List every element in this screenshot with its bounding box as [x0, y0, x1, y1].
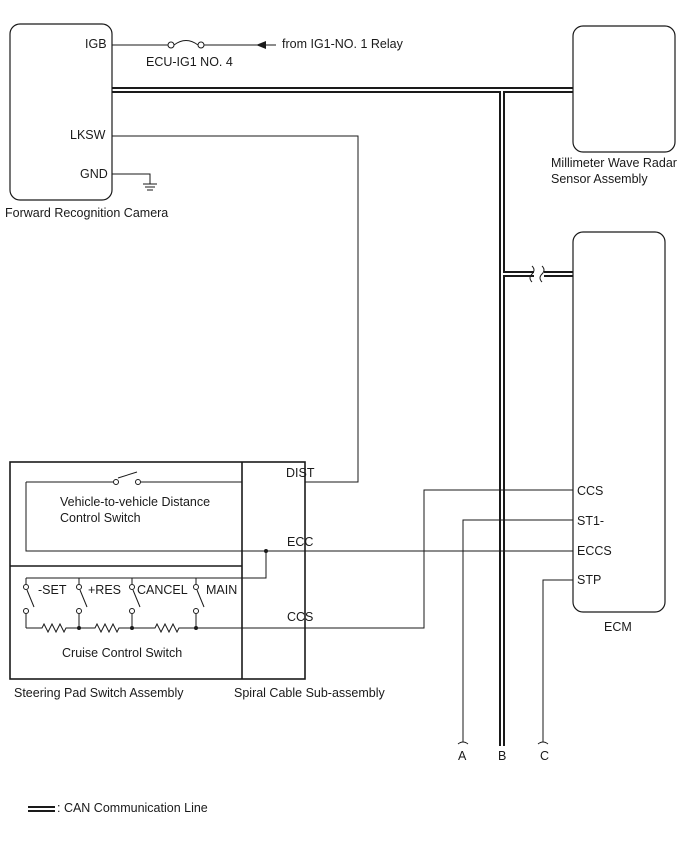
- distance-switch-label-line2: Control Switch: [60, 511, 141, 525]
- camera-pin-gnd: GND: [80, 167, 108, 181]
- connector-a-mark: [457, 741, 469, 745]
- ecm-pin-stp: STP: [577, 573, 601, 587]
- connector-c-label: C: [540, 749, 549, 763]
- switch-cancel-label: CANCEL: [137, 583, 188, 597]
- switch-res-label: +RES: [88, 583, 121, 597]
- connector-a-label: A: [458, 749, 467, 763]
- camera-label: Forward Recognition Camera: [5, 206, 168, 220]
- camera-pin-lksw: LKSW: [70, 128, 106, 142]
- radar-sensor-box: [572, 25, 676, 153]
- steering-pad-label: Steering Pad Switch Assembly: [14, 686, 184, 700]
- cruise-switch-network: [23, 489, 573, 634]
- arrow-icon: [256, 41, 266, 49]
- ecm-box: [572, 231, 666, 613]
- distance-switch-icon: [25, 471, 242, 552]
- radar-label-line2: Sensor Assembly: [551, 172, 648, 186]
- can-bus: [112, 87, 573, 746]
- ecm-label: ECM: [604, 620, 632, 634]
- spiral-pin-ccs: CCS: [287, 610, 313, 624]
- main-switch-feed: [195, 551, 267, 584]
- spiral-pin-dist: DIST: [286, 466, 315, 480]
- connector-c-mark: [537, 741, 549, 745]
- relay-source-label: from IG1-NO. 1 Relay: [282, 37, 404, 51]
- spiral-pin-ecc: ECC: [287, 535, 313, 549]
- cruise-switch-label: Cruise Control Switch: [62, 646, 182, 660]
- switch-set-label: -SET: [38, 583, 67, 597]
- ecm-pin-st1: ST1-: [577, 514, 604, 528]
- st1-wire: [462, 519, 573, 742]
- switch-main-label: MAIN: [206, 583, 237, 597]
- forward-recognition-camera-box: [9, 23, 113, 201]
- radar-label-line1: Millimeter Wave Radar: [551, 156, 677, 170]
- connector-b-label: B: [498, 749, 506, 763]
- stp-wire: [542, 579, 573, 742]
- legend-can-label: : CAN Communication Line: [57, 801, 208, 815]
- igb-power-line: [112, 40, 276, 49]
- lksw-dist-wire: [112, 135, 359, 483]
- ecm-pin-ccs: CCS: [577, 484, 603, 498]
- camera-pin-igb: IGB: [85, 37, 107, 51]
- distance-switch-label-line1: Vehicle-to-vehicle Distance: [60, 495, 210, 509]
- steering-pad-outer-box: [9, 461, 306, 680]
- ecm-pin-eccs: ECCS: [577, 544, 612, 558]
- fuse-label: ECU-IG1 NO. 4: [146, 55, 233, 69]
- spiral-cable-label: Spiral Cable Sub-assembly: [234, 686, 386, 700]
- ground-icon: [112, 173, 157, 191]
